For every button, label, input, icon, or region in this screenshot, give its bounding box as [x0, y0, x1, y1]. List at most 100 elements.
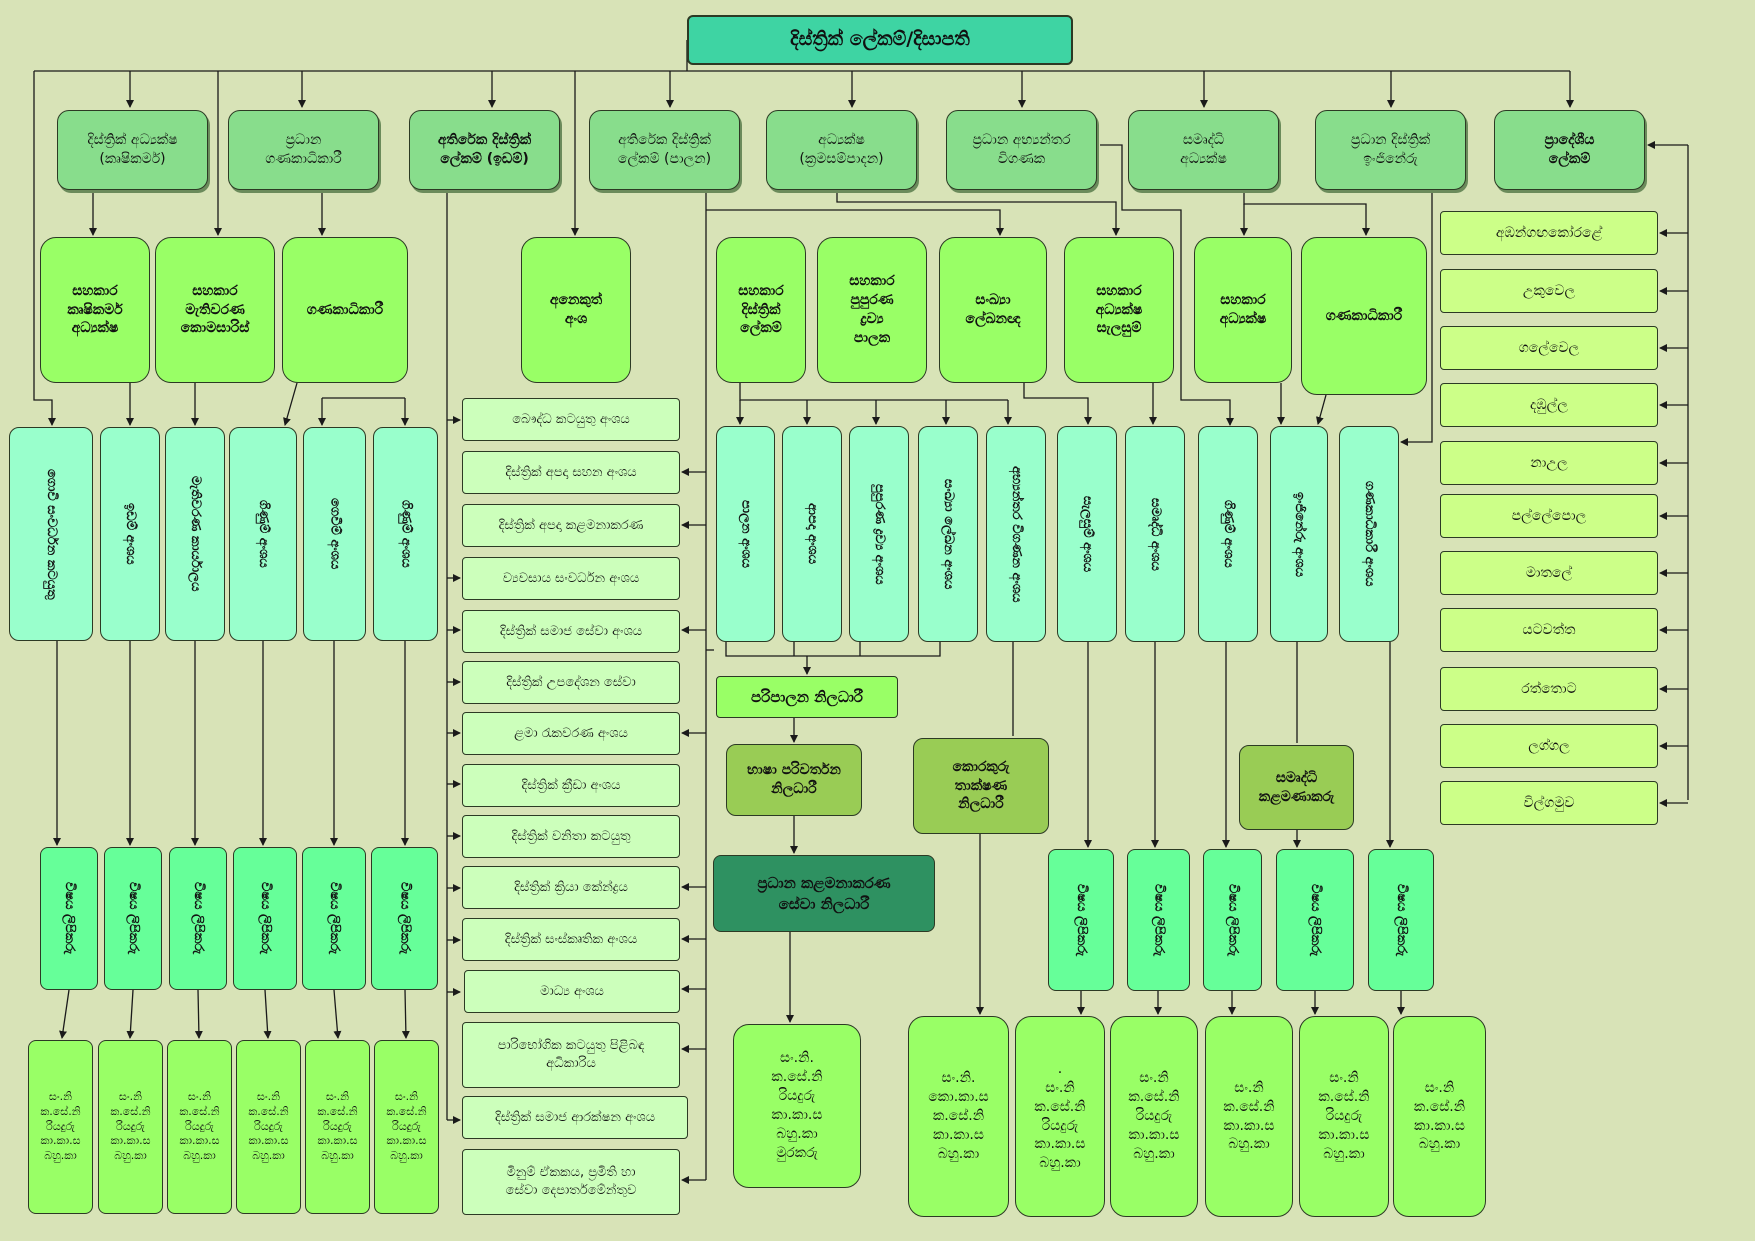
staff-left-label-2: සං.නි ක.සේ.නි රියදුරු කා.කා.ස බහු.කා [110, 1089, 151, 1163]
level2-box-6[interactable]: ප්‍රධාන අභ්‍යන්තර විගණක [946, 110, 1097, 190]
middle-unit-4[interactable]: ව්‍යවසාය සංවර්ධන අංශය [462, 557, 680, 600]
right-section-column-10[interactable]: ගණකාධිකාරී අංශය [1339, 426, 1399, 642]
middle-unit-1[interactable]: බෞද්ධ කටයුතු අංශය [462, 398, 680, 441]
level2-box-8[interactable]: ප්‍රධාන දිස්ත්‍රික් ඉංජිනේරු [1315, 110, 1466, 190]
middle-unit-10[interactable]: දිස්ත්‍රික් ක්‍රියා කේන්ද්‍රය [462, 866, 680, 909]
level2-box-3[interactable]: අතිරේක දිස්ත්‍රික් ලේකම් (ඉඩම්) [409, 110, 560, 190]
middle-unit-6[interactable]: දිස්ත්‍රික් උපදේශන සේවා [462, 661, 680, 704]
staff-left-6[interactable]: සං.නි ක.සේ.නි රියදුරු කා.කා.ස බහු.කා [374, 1040, 439, 1214]
middle-unit-label-6: දිස්ත්‍රික් උපදේශන සේවා [506, 674, 636, 690]
staff-left-2[interactable]: සං.නි ක.සේ.නි රියදුරු කා.කා.ස බහු.කා [98, 1040, 163, 1214]
division-box-6[interactable]: පල්ලේපොල [1440, 494, 1658, 538]
division-box-10[interactable]: ලග්ගල [1440, 724, 1658, 768]
subject-clerk-right-4[interactable]: විෂය ලිපිකරු [1276, 849, 1354, 991]
middle-unit-12[interactable]: මාධ්‍ය අංශය [464, 970, 680, 1013]
middle-unit-label-9: දිස්ත්‍රික් වනිතා කටයුතු [511, 828, 631, 844]
right-section-column-8[interactable]: ගිණුම් අංශය [1198, 426, 1258, 642]
level2-box-4[interactable]: අතිරේක දිස්ත්‍රික් ලේකම් (පාලන) [589, 110, 740, 190]
middle-unit-14[interactable]: දිස්ත්‍රික් සමාජ ආරක්ෂන අංශය [462, 1096, 688, 1139]
coordinator-box[interactable]: කොරකුරු තාක්ෂණ නිලධාරී [913, 738, 1049, 834]
middle-unit-11[interactable]: දිස්ත්‍රික් සංස්කෘතික අංශය [462, 918, 680, 961]
level3-left-box-4[interactable]: අනෙකුත් අංශ [521, 237, 631, 383]
staff-right-3[interactable]: සං.නි ක.සේ.නි කා.කා.ස බහු.කා [1205, 1016, 1293, 1217]
left-section-column-3[interactable]: මැතිවරණ කාර්යාලය [165, 427, 225, 641]
middle-unit-13[interactable]: පාරිභෝගික කටයුතු පිළිබඳ අධිකාරිය [462, 1022, 680, 1088]
middle-unit-3[interactable]: දිස්ත්‍රික් අපදා කළමනාකරණ [462, 504, 680, 547]
level3-right-label-2: සහකාර පුපුරණ ද්‍රව්‍ය පාලක [849, 273, 895, 346]
division-box-8[interactable]: යටවත්ත [1440, 608, 1658, 652]
level3-left-box-2[interactable]: සහකාර මැතිවරණ කොමසාරිස් [155, 237, 275, 383]
level3-right-box-4[interactable]: සහකාර අධ්‍යක්ෂ සැලසුම් [1064, 237, 1174, 383]
left-section-column-2[interactable]: ඉඩම් අංශය [100, 427, 160, 641]
staff-left-3[interactable]: සං.නි ක.සේ.නි රියදුරු කා.කා.ස බහු.කා [167, 1040, 232, 1214]
middle-unit-2[interactable]: දිස්ත්‍රික් අපදා සහන අංශය [462, 451, 680, 494]
admin-officer-box[interactable]: පරිපාලන නිලධාරී [716, 676, 898, 718]
middle-unit-7[interactable]: ළමා රැකවරණ අංශය [462, 712, 680, 755]
middle-unit-15[interactable]: මිනුම් ඒකකය, ප්‍රමිති හා සේවා දෙපාර්තමේන… [462, 1149, 680, 1215]
right-section-column-3[interactable]: පුපුරණ ද්‍රව්‍ය අංශය [849, 426, 909, 642]
left-section-column-6[interactable]: ගිණුම් අංශය [373, 427, 438, 641]
staff-left-1[interactable]: සං.නි ක.සේ.නි රියදුරු කා.කා.ස බහු.කා [28, 1040, 93, 1214]
subject-clerk-left-6[interactable]: විෂය ලිපිකරු [371, 847, 438, 990]
subject-clerk-left-3[interactable]: විෂය ලිපිකරු [169, 847, 227, 990]
level3-right-box-5[interactable]: සහකාර අධ්‍යක්ෂ [1194, 237, 1292, 383]
middle-unit-8[interactable]: දිස්ත්‍රික් ක්‍රීඩා අංශය [462, 764, 680, 807]
level2-label-6: ප්‍රධාන අභ්‍යන්තර විගණක [972, 132, 1071, 167]
subject-clerk-left-5[interactable]: විෂය ලිපිකරු [302, 847, 366, 990]
right-section-column-6[interactable]: සැලසුම් අංශය [1057, 426, 1117, 642]
translator-box[interactable]: භාෂා පරිවර්තන නිලධාරී [726, 744, 862, 816]
division-box-5[interactable]: නාඋල [1440, 441, 1658, 485]
staff-right-1[interactable]: . සං.නි ක.සේ.නි රියදුරු කා.කා.ස බහු.කා [1015, 1016, 1105, 1217]
level3-right-box-3[interactable]: සංඛ්‍යා ලේඛනඥ [939, 237, 1047, 383]
middle-unit-5[interactable]: දිස්ත්‍රික් සමාජ සේවා අංශය [462, 610, 680, 653]
division-box-3[interactable]: ගලේවෙල [1440, 326, 1658, 370]
left-section-column-5[interactable]: ගෙවීම් අංශය [303, 427, 366, 641]
division-box-1[interactable]: අඹන්ගඟකෝරළේ [1440, 211, 1658, 255]
level2-box-9[interactable]: ප්‍රාදේශීය ලේකම් [1494, 110, 1645, 190]
chief-management-staff-box[interactable]: සං.නි. ක.සේ.නි රියදුරු කා.කා.ස බහු.කා මු… [733, 1024, 861, 1188]
left-section-column-1[interactable]: ගොවි සංවර්ධන කටයුතු [9, 427, 93, 641]
division-box-4[interactable]: දඹුල්ල [1440, 383, 1658, 427]
staff-right-5[interactable]: සං.නි ක.සේ.නි කා.කා.ස බහු.කා [1393, 1016, 1486, 1217]
division-box-2[interactable]: උකුවෙල [1440, 269, 1658, 313]
level3-right-box-6[interactable]: ගණකාධිකාරී [1301, 237, 1427, 395]
staff-right-4[interactable]: සං.නි ක.සේ.නි රියදුරු කා.කා.ස බහු.කා [1299, 1016, 1389, 1217]
district-secretary-box[interactable]: දිස්ත්‍රික් ලේකම්/දිසාපති [687, 15, 1073, 65]
staff-left-5[interactable]: සං.නි ක.සේ.නි රියදුරු කා.කා.ස බහු.කා [305, 1040, 370, 1214]
subject-clerk-right-2[interactable]: විෂය ලිපිකරු [1127, 849, 1190, 991]
subject-clerk-left-1[interactable]: විෂය ලිපිකරු [40, 847, 98, 990]
division-label-2: උකුවෙල [1522, 282, 1576, 299]
chief-management-officer-box[interactable]: ප්‍රධාන කළමනාකරණ සේවා නිලධාරී [713, 855, 935, 932]
right-section-column-2[interactable]: ආපදා අංශය [782, 426, 842, 642]
level2-box-1[interactable]: දිස්ත්‍රික් අධ්‍යක්ෂ (කෘෂිකර්ම) [57, 110, 208, 190]
subject-clerk-right-5[interactable]: විෂය ලිපිකරු [1368, 849, 1434, 991]
staff-left-4[interactable]: සං.නි ක.සේ.නි රියදුරු කා.කා.ස බහු.කා [236, 1040, 301, 1214]
samurdhi-manager-box[interactable]: සමෘද්ධි කළමණාකරු [1239, 745, 1354, 830]
level2-box-2[interactable]: ප්‍රධාන ගණකාධිකාරී [228, 110, 379, 190]
level3-left-box-1[interactable]: සහකාර කෘෂිකර්ම අධ්‍යක්ෂ [40, 237, 150, 383]
coordinator-staff-box[interactable]: සං.නි. කො.කා.ස ක.සේ.නි කා.කා.ස බහු.කා [908, 1016, 1009, 1217]
right-section-column-9[interactable]: ඉංජිනේරු අංශය [1270, 426, 1328, 642]
level2-box-7[interactable]: සමෘද්ධි අධ්‍යක්ෂ [1128, 110, 1279, 190]
level3-left-box-3[interactable]: ගණකාධිකාරී [282, 237, 408, 383]
middle-unit-label-11: දිස්ත්‍රික් සංස්කෘතික අංශය [504, 931, 638, 947]
subject-clerk-left-2[interactable]: විෂය ලිපිකරු [104, 847, 162, 990]
subject-clerk-right-3[interactable]: විෂය ලිපිකරු [1203, 849, 1262, 991]
level3-right-box-1[interactable]: සහකාර දිස්ත්‍රික් ලේකම් [716, 237, 806, 383]
level3-right-label-4: සහකාර අධ්‍යක්ෂ සැලසුම් [1095, 282, 1143, 337]
division-box-7[interactable]: මාතලේ [1440, 551, 1658, 595]
right-section-column-1[interactable]: පාලන අංශය [716, 426, 775, 642]
division-box-9[interactable]: රත්තොට [1440, 667, 1658, 711]
right-section-column-4[interactable]: සංඛ්‍යා ලේඛන අංශය [918, 426, 978, 642]
subject-clerk-left-4[interactable]: විෂය ලිපිකරු [233, 847, 297, 990]
left-section-label-2: ඉඩම් අංශය [122, 503, 138, 565]
level3-right-box-2[interactable]: සහකාර පුපුරණ ද්‍රව්‍ය පාලක [817, 237, 927, 383]
level2-box-5[interactable]: අධ්‍යක්ෂ (ක්‍රමසම්පාදන) [766, 110, 917, 190]
middle-unit-9[interactable]: දිස්ත්‍රික් වනිතා කටයුතු [462, 815, 680, 858]
left-section-column-4[interactable]: ගිණුම් අංශය [229, 427, 297, 641]
subject-clerk-right-1[interactable]: විෂය ලිපිකරු [1048, 849, 1114, 991]
right-section-column-5[interactable]: අභ්‍යන්තර විගණන අංශය [986, 426, 1046, 642]
division-box-11[interactable]: විල්ගමුව [1440, 781, 1658, 825]
right-section-column-7[interactable]: සමෘද්ධි අංශය [1125, 426, 1185, 642]
staff-right-2[interactable]: සං.නි ක.සේ.නි රියදුරු කා.කා.ස බහු.කා [1110, 1016, 1198, 1217]
